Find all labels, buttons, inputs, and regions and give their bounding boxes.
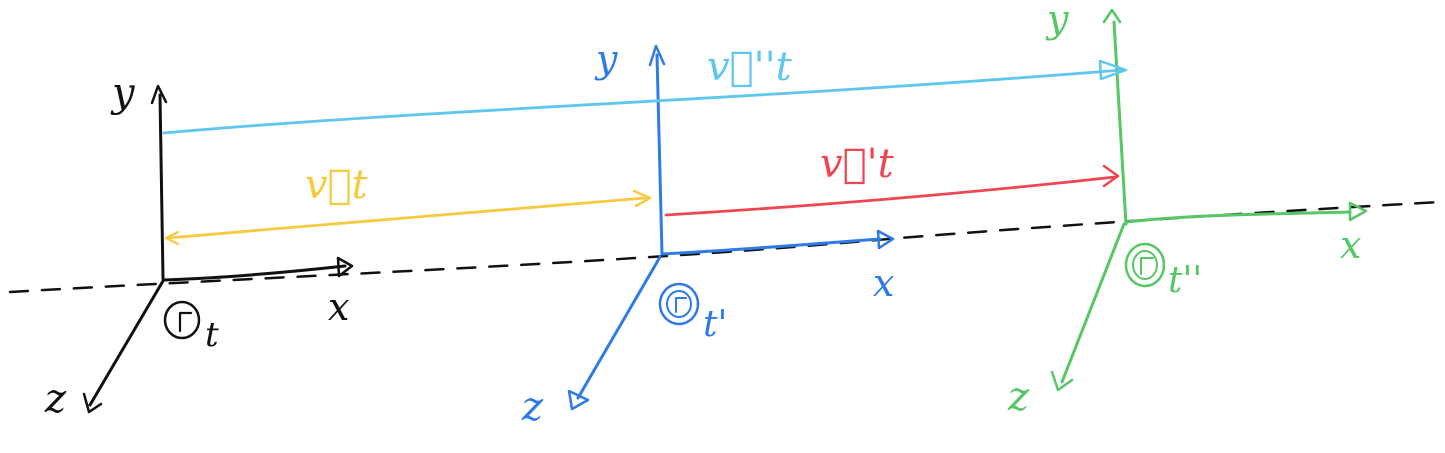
frame-s-z-axis	[88, 279, 165, 407]
frame-s2-y-arrowhead	[1102, 8, 1122, 24]
frame-s-clock-icon	[163, 300, 201, 340]
frame-s-x-arrowhead	[336, 256, 354, 278]
frame-s2-z-label: z	[1007, 374, 1030, 420]
frame-s2-z-arrowhead	[1050, 370, 1074, 392]
vector-v: v⃗t	[164, 162, 652, 246]
frame-s1-clock-icon	[658, 282, 700, 326]
frame-s2-z-axis	[1060, 222, 1126, 384]
frame-s-z-label: z	[44, 376, 67, 422]
frame-s1-x-arrowhead	[876, 229, 895, 250]
frame-s2-x-axis	[1124, 210, 1352, 224]
vector-v1-arrowhead	[1102, 164, 1120, 188]
frame-s2: y x z t''	[1007, 0, 1368, 420]
vector-v-tail-arrowhead	[164, 230, 180, 246]
frame-s: y x z t	[44, 70, 354, 422]
frame-s1-z-axis	[576, 255, 662, 400]
frame-s2-clock-icon	[1124, 242, 1166, 288]
vector-v-line	[166, 196, 647, 240]
vector-v2-label: v⃗''t	[707, 44, 793, 90]
frame-s-x-axis	[161, 264, 347, 282]
frame-s1: y x z t'	[521, 37, 894, 430]
vector-v2-arrowhead	[1098, 59, 1128, 81]
vector-v1-line	[664, 175, 1117, 217]
frame-s1-time-label: t'	[703, 304, 727, 345]
frame-s-z-arrowhead	[82, 392, 103, 414]
frame-s1-x-label: x	[873, 261, 894, 305]
frame-s-y-label: y	[110, 70, 136, 116]
frame-s2-y-axis	[1112, 20, 1128, 226]
frame-s-y-arrowhead	[150, 84, 168, 105]
frame-s2-x-arrowhead	[1348, 201, 1368, 222]
frame-s1-z-label: z	[521, 384, 544, 430]
frame-s1-y-arrowhead	[648, 44, 666, 67]
frame-s-y-axis	[158, 93, 165, 280]
frame-s1-y-axis	[655, 53, 664, 256]
frame-s1-x-axis	[660, 237, 882, 256]
vector-v-arrowhead	[632, 189, 652, 208]
frame-s-time-label: t	[205, 315, 219, 355]
frame-s1-z-arrowhead	[567, 389, 590, 411]
vector-v2-line	[162, 68, 1124, 135]
vector-v1: v⃗'t	[664, 141, 1120, 217]
frame-s2-time-label: t''	[1168, 260, 1202, 301]
vector-v1-label: v⃗'t	[820, 141, 895, 187]
frame-s-x-label: x	[328, 285, 349, 329]
frame-s2-x-label: x	[1340, 223, 1361, 267]
frame-s2-y-label: y	[1045, 0, 1069, 41]
frame-s1-y-label: y	[594, 37, 618, 81]
vector-v2: v⃗''t	[162, 44, 1128, 135]
vector-v-label: v⃗t	[305, 162, 369, 208]
